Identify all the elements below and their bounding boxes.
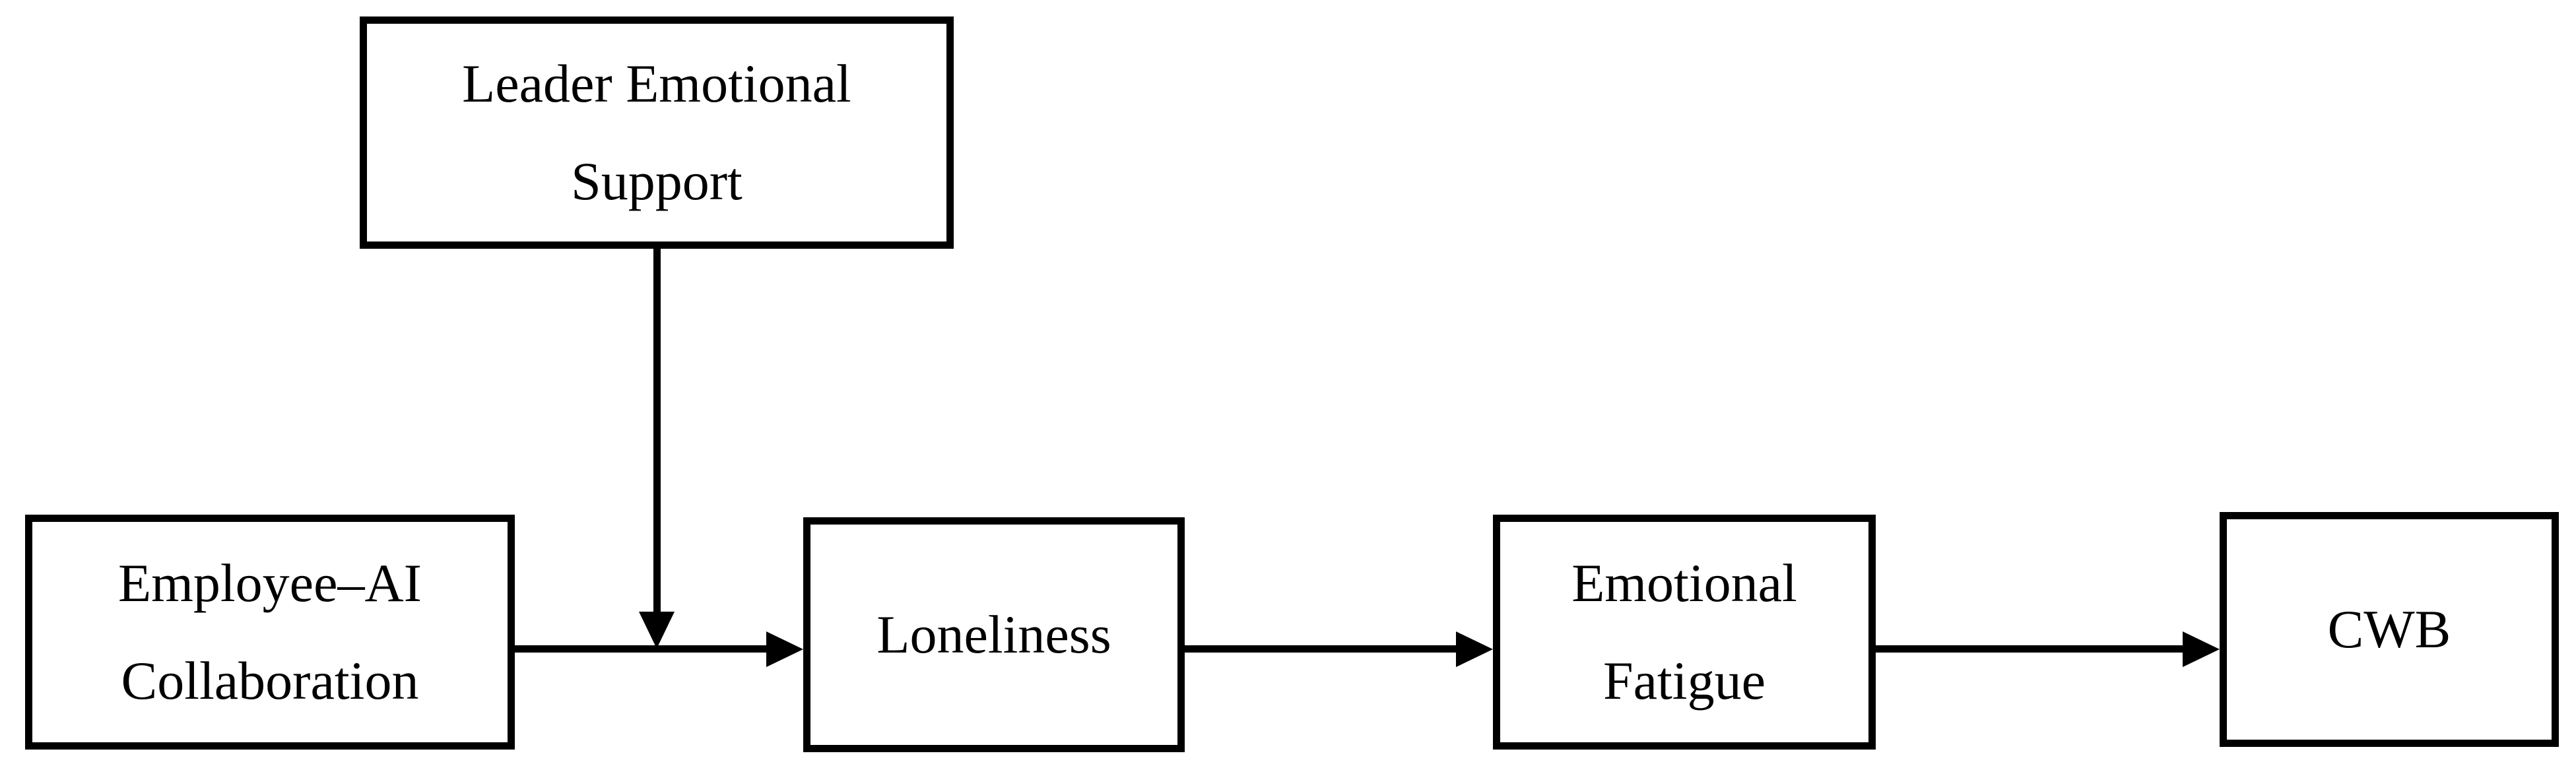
arrow-employee-ai-to-loneliness-arrowhead: [766, 631, 803, 667]
node-leader-emotional-support: Leader Emotional Support: [360, 16, 954, 249]
arrow-emotional-fatigue-to-cwb-line: [1876, 645, 2185, 653]
node-label-line: Support: [571, 151, 743, 211]
node-loneliness: Loneliness: [803, 517, 1185, 752]
node-label-line: Fatigue: [1603, 651, 1766, 711]
node-emotional-fatigue: Emotional Fatigue: [1493, 515, 1876, 750]
node-label-line: Collaboration: [121, 651, 419, 711]
arrow-leader-support-moderation-line: [653, 244, 661, 617]
arrow-employee-ai-to-loneliness-line: [515, 645, 769, 653]
arrow-leader-support-moderation-arrowhead: [639, 612, 675, 649]
arrow-loneliness-to-emotional-fatigue-arrowhead: [1456, 631, 1493, 667]
node-label-line: Loneliness: [876, 604, 1111, 664]
arrow-loneliness-to-emotional-fatigue-line: [1185, 645, 1459, 653]
node-employee-ai-collaboration: Employee–AI Collaboration: [25, 515, 515, 750]
node-label-line: CWB: [2327, 599, 2451, 659]
node-label-line: Emotional: [1571, 553, 1797, 613]
arrow-emotional-fatigue-to-cwb-arrowhead: [2183, 631, 2220, 667]
node-label-line: Employee–AI: [118, 553, 422, 613]
node-cwb: CWB: [2220, 512, 2559, 747]
node-label-line: Leader Emotional: [462, 53, 851, 113]
